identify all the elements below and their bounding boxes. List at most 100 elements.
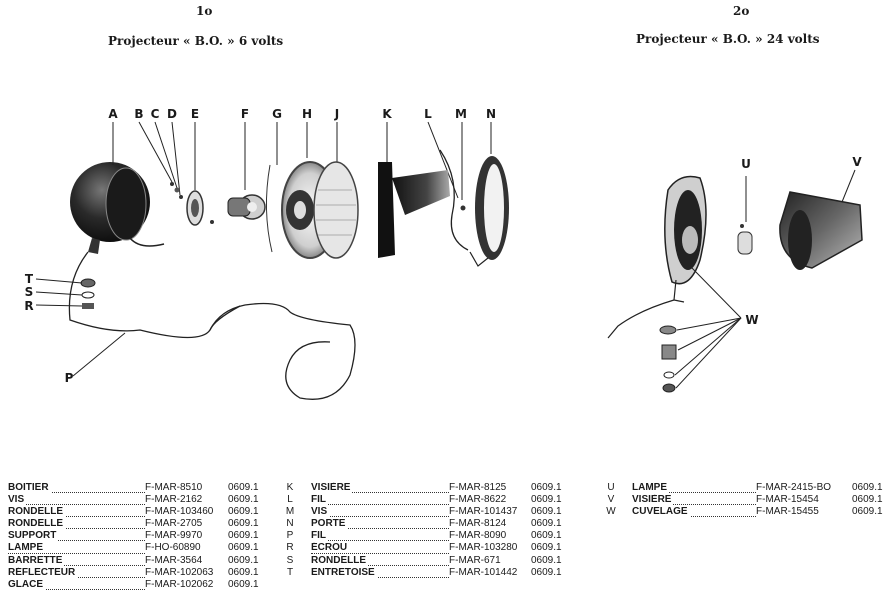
part-code: 0609.1 bbox=[228, 506, 259, 518]
part-key: K bbox=[286, 482, 294, 493]
part-code: 0609.1 bbox=[228, 578, 259, 590]
callout-g: G bbox=[272, 107, 282, 121]
part-ref: F-HO-60890 bbox=[145, 542, 201, 554]
visor-v bbox=[779, 169, 863, 270]
list-item: RONDELLE F-MAR-103460 0609.1 bbox=[8, 506, 259, 518]
part-code: 0609.1 bbox=[852, 482, 883, 493]
part-code: 0609.1 bbox=[531, 530, 562, 542]
lamp-f bbox=[227, 194, 266, 220]
part-ref: F-MAR-671 bbox=[449, 554, 501, 566]
callout-c: C bbox=[150, 107, 160, 121]
part-ref: F-MAR-103280 bbox=[449, 542, 518, 554]
cable-p bbox=[68, 251, 356, 400]
callout-t: T bbox=[24, 272, 34, 286]
list-item: U LAMPE F-MAR-2415-BO 0609.1 bbox=[602, 482, 883, 494]
callout-h: H bbox=[301, 107, 313, 121]
part-ref: F-MAR-102062 bbox=[145, 578, 214, 590]
part-name: FIL bbox=[311, 494, 328, 506]
part-name: SUPPORT bbox=[8, 530, 59, 542]
part-name: RONDELLE bbox=[311, 554, 368, 566]
callout-j: J bbox=[334, 107, 340, 121]
callout-e: E bbox=[190, 107, 200, 121]
parts-tsr bbox=[80, 278, 96, 309]
part-code: 0609.1 bbox=[531, 482, 562, 493]
part-name: LAMPE bbox=[632, 482, 669, 493]
part-name: FIL bbox=[311, 530, 328, 542]
part-name: RÉFLECTEUR bbox=[8, 566, 78, 578]
list-item: RÉFLECTEUR F-MAR-102063 0609.1 bbox=[8, 566, 259, 579]
part-ref: F-MAR-15455 bbox=[756, 506, 819, 518]
part-ref: F-MAR-8090 bbox=[449, 530, 507, 542]
part-name: RONDELLE bbox=[8, 506, 65, 518]
part-code: 0609.1 bbox=[531, 494, 562, 506]
callout-s: S bbox=[24, 285, 34, 299]
part-name: CUVELAGE bbox=[632, 506, 690, 518]
part-name: VIS bbox=[311, 506, 330, 518]
section1-number: 1o bbox=[196, 4, 213, 18]
part-code: 0609.1 bbox=[852, 506, 883, 518]
part-ref: F-MAR-15454 bbox=[756, 494, 819, 506]
part-name: RONDELLE bbox=[8, 518, 65, 530]
list-item: P FIL F-MAR-8090 0609.1 bbox=[281, 530, 562, 542]
lamp-housing-24v bbox=[607, 175, 707, 339]
parts-w bbox=[659, 325, 677, 393]
part-ref: F-MAR-103460 bbox=[145, 506, 214, 518]
callout-l: L bbox=[424, 107, 432, 121]
part-key: L bbox=[287, 494, 293, 506]
part-code: 0609.1 bbox=[531, 518, 562, 530]
part-key: T bbox=[286, 566, 294, 578]
part-key: U bbox=[607, 482, 615, 493]
part-key: N bbox=[286, 518, 294, 530]
list-item: L FIL F-MAR-8622 0609.1 bbox=[281, 494, 562, 506]
visor-k bbox=[378, 162, 450, 258]
part-code: 0609.1 bbox=[228, 482, 259, 493]
callout-n: N bbox=[485, 107, 497, 121]
part-ref: F-MAR-9970 bbox=[145, 530, 203, 542]
part-code: 0609.1 bbox=[228, 530, 259, 542]
lamp-u bbox=[737, 176, 753, 255]
support-e bbox=[186, 190, 214, 226]
part-key: P bbox=[286, 530, 294, 542]
callout-m: M bbox=[455, 107, 467, 121]
callout-d: D bbox=[167, 107, 177, 121]
part-ref: F-MAR-101442 bbox=[449, 566, 518, 578]
part-ref: F-MAR-8125 bbox=[449, 482, 507, 493]
part-ref: F-MAR-3564 bbox=[145, 554, 203, 566]
part-ref: F-MAR-2415-BO bbox=[756, 482, 832, 493]
part-code: 0609.1 bbox=[531, 542, 562, 554]
wire-l-screw-m bbox=[439, 149, 469, 251]
part-code: 0609.1 bbox=[228, 566, 259, 578]
part-key: S bbox=[286, 554, 294, 566]
part-ref: F-MAR-8124 bbox=[449, 518, 507, 530]
small-screws-bcd bbox=[170, 182, 183, 199]
callout-v: V bbox=[852, 155, 862, 169]
callout-k: K bbox=[382, 107, 392, 121]
part-name: BOITIER bbox=[8, 482, 51, 493]
list-item: SUPPORT F-MAR-9970 0609.1 bbox=[8, 530, 259, 542]
part-ref: F-MAR-2705 bbox=[145, 518, 203, 530]
glass-j bbox=[313, 161, 359, 259]
part-ref: F-MAR-2162 bbox=[145, 494, 203, 506]
part-ref: F-MAR-102063 bbox=[145, 566, 214, 578]
callout-w: W bbox=[745, 313, 759, 327]
part-code: 0609.1 bbox=[852, 494, 883, 506]
callout-u: U bbox=[741, 157, 751, 171]
part-ref: F-MAR-8622 bbox=[449, 494, 507, 506]
part-name: ÉCROU bbox=[311, 542, 350, 554]
part-name: ENTRETOISE bbox=[311, 566, 377, 578]
section2-title: Projecteur « B.O. » 24 volts bbox=[636, 32, 820, 46]
part-ref: F-MAR-101437 bbox=[449, 506, 518, 518]
callout-r: R bbox=[24, 299, 34, 313]
callout-f: F bbox=[240, 107, 250, 121]
part-key: V bbox=[607, 494, 615, 506]
